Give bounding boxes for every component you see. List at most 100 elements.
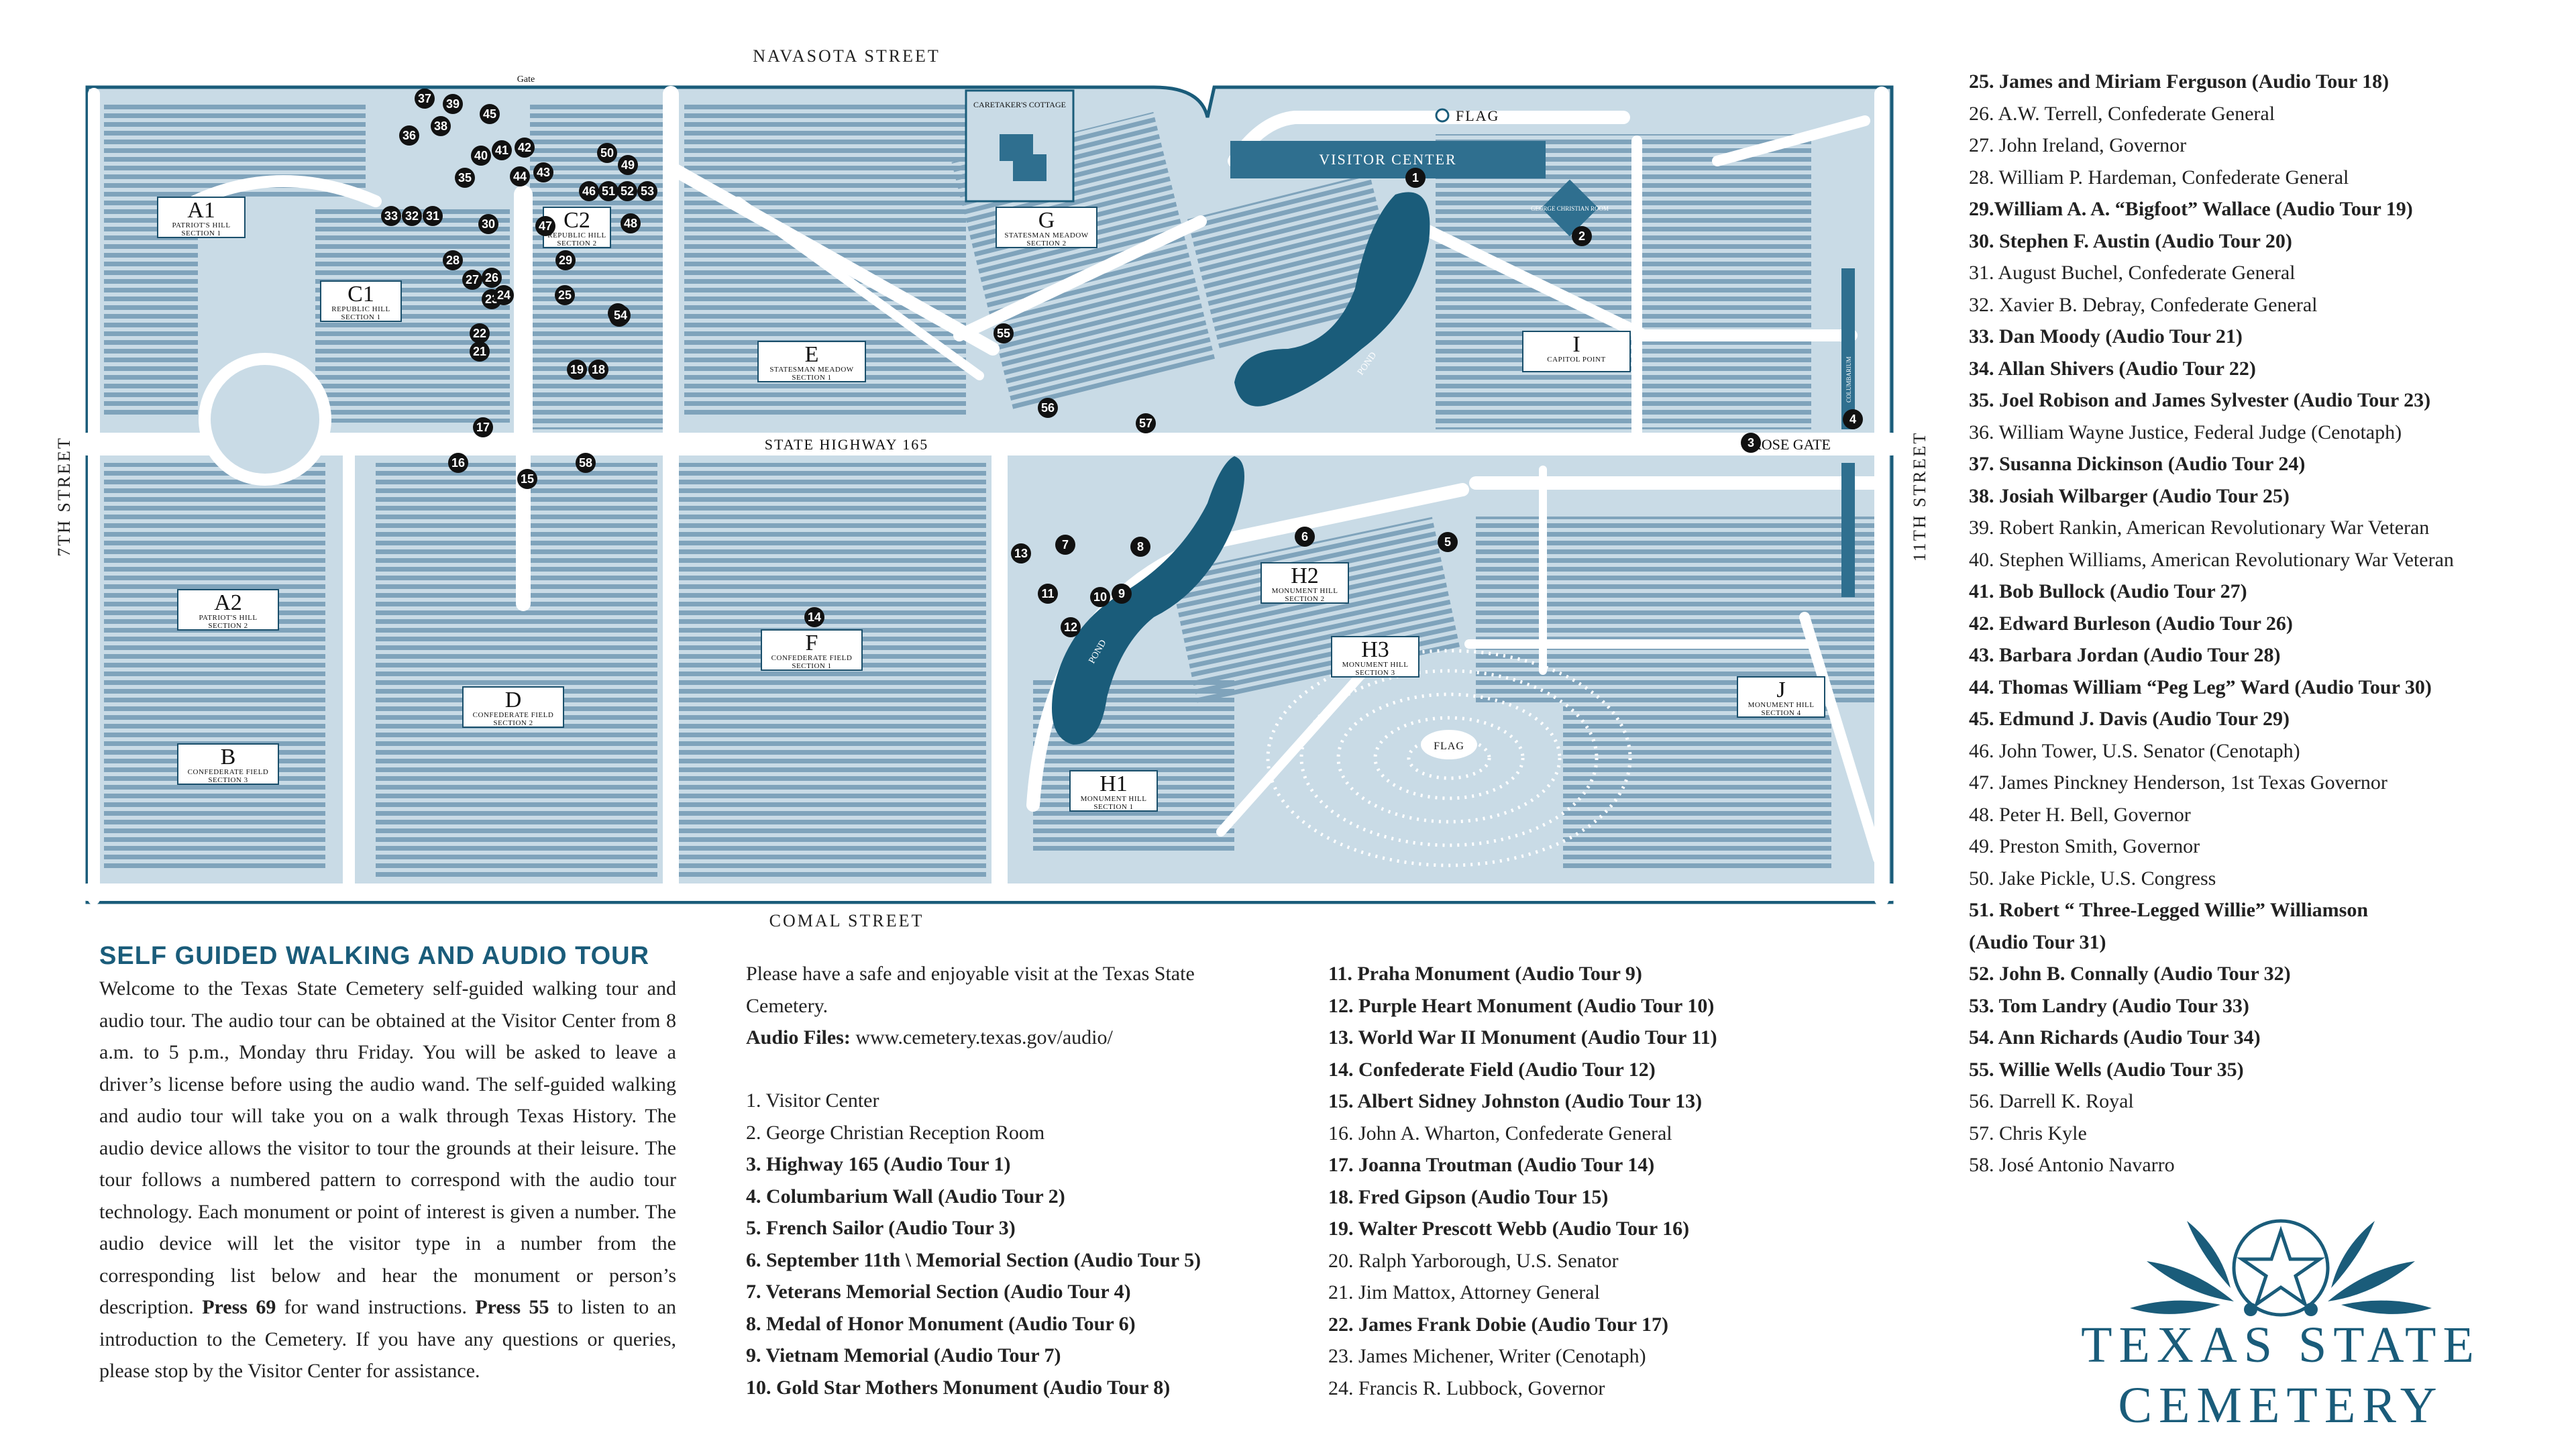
svg-text:26: 26 [485, 271, 498, 284]
svg-text:32: 32 [405, 209, 419, 223]
poi-marker-55[interactable]: 55 [994, 323, 1014, 343]
audio-files-line: Audio Files: www.cemetery.texas.gov/audi… [746, 1022, 1216, 1054]
poi-marker-19[interactable]: 19 [567, 360, 587, 380]
poi-marker-30[interactable]: 30 [478, 214, 498, 234]
poi-marker-47[interactable]: 47 [535, 216, 555, 236]
poi-marker-18[interactable]: 18 [588, 360, 608, 380]
poi-marker-4[interactable]: 4 [1843, 409, 1863, 429]
poi-marker-14[interactable]: 14 [804, 607, 824, 627]
poi-marker-11[interactable]: 11 [1038, 584, 1058, 604]
monument-hill-circle [1266, 649, 1632, 867]
poi-list-item: 26. A.W. Terrell, Confederate General [1969, 102, 2275, 125]
poi-marker-21[interactable]: 21 [470, 341, 490, 362]
poi-marker-48[interactable]: 48 [621, 213, 641, 233]
logo-line-2: CEMETERY [2118, 1377, 2444, 1434]
poi-list-item: 18. Fred Gipson (Audio Tour 15) [1328, 1185, 1609, 1208]
section-code: J [1776, 678, 1785, 702]
poi-marker-31[interactable]: 31 [423, 206, 443, 226]
poi-marker-39[interactable]: 39 [443, 94, 463, 114]
poi-marker-46[interactable]: 46 [579, 181, 599, 201]
poi-list-item: (Audio Tour 31) [1969, 930, 2106, 953]
section-name: PATRIOT'S HILL [172, 221, 230, 229]
poi-list-item: 37. Susanna Dickinson (Audio Tour 24) [1969, 453, 2306, 475]
svg-text:41: 41 [495, 144, 508, 157]
poi-marker-33[interactable]: 33 [381, 206, 401, 226]
poi-marker-10[interactable]: 10 [1090, 587, 1110, 607]
poi-marker-5[interactable]: 5 [1438, 532, 1458, 552]
poi-marker-53[interactable]: 53 [637, 181, 657, 201]
poi-list-item: 54. Ann Richards (Audio Tour 34) [1969, 1026, 2261, 1049]
svg-text:57: 57 [1139, 417, 1152, 430]
poi-marker-56[interactable]: 56 [1038, 398, 1058, 418]
svg-text:11: 11 [1041, 587, 1054, 600]
poi-marker-13[interactable]: 13 [1011, 543, 1031, 564]
press-55-text: Press 55 [475, 1296, 549, 1318]
poi-marker-43[interactable]: 43 [533, 162, 553, 182]
poi-list-item: 11. Praha Monument (Audio Tour 9) [1328, 963, 1642, 985]
svg-text:14: 14 [808, 610, 821, 624]
svg-text:8: 8 [1137, 540, 1144, 553]
poi-marker-54[interactable]: 54 [610, 305, 631, 325]
poi-marker-22[interactable]: 22 [470, 323, 490, 343]
poi-marker-37[interactable]: 37 [415, 89, 435, 109]
poi-list-item: 16. John A. Wharton, Confederate General [1328, 1122, 1672, 1144]
poi-marker-26[interactable]: 26 [482, 268, 502, 288]
poi-marker-25[interactable]: 25 [555, 285, 575, 305]
visit-note: Please have a safe and enjoyable visit a… [746, 958, 1216, 1054]
columbarium-south [1841, 463, 1855, 597]
poi-marker-8[interactable]: 8 [1130, 537, 1150, 557]
poi-marker-16[interactable]: 16 [448, 453, 468, 473]
poi-marker-7[interactable]: 7 [1055, 535, 1075, 555]
poi-list-item: 7. Veterans Memorial Section (Audio Tour… [746, 1281, 1131, 1303]
poi-marker-24[interactable]: 24 [494, 285, 514, 305]
poi-marker-1[interactable]: 1 [1405, 168, 1426, 188]
poi-list-item: 14. Confederate Field (Audio Tour 12) [1328, 1058, 1656, 1081]
poi-marker-49[interactable]: 49 [618, 155, 638, 175]
poi-marker-2[interactable]: 2 [1572, 226, 1592, 246]
poi-marker-38[interactable]: 38 [431, 116, 451, 136]
poi-marker-44[interactable]: 44 [510, 166, 530, 186]
poi-list-item: 29.William A. A. “Bigfoot” Wallace (Audi… [1969, 198, 2413, 220]
poi-marker-9[interactable]: 9 [1112, 584, 1132, 604]
poi-marker-29[interactable]: 29 [555, 250, 576, 270]
poi-marker-35[interactable]: 35 [455, 168, 475, 188]
press-69-text: Press 69 [202, 1296, 276, 1318]
poi-marker-40[interactable]: 40 [471, 146, 491, 166]
poi-list-item: 40. Stephen Williams, American Revolutio… [1969, 548, 2454, 571]
svg-text:43: 43 [537, 166, 550, 179]
poi-marker-45[interactable]: 45 [480, 104, 500, 124]
poi-marker-6[interactable]: 6 [1295, 527, 1315, 547]
svg-text:46: 46 [582, 184, 596, 198]
section-sub: SECTION 2 [557, 239, 596, 248]
poi-marker-42[interactable]: 42 [515, 138, 535, 158]
poi-list-item: 3. Highway 165 (Audio Tour 1) [746, 1153, 1011, 1175]
poi-list-item: 45. Edmund J. Davis (Audio Tour 29) [1969, 708, 2290, 730]
section-sub: SECTION 1 [341, 313, 380, 321]
poi-marker-27[interactable]: 27 [462, 270, 482, 290]
poi-marker-28[interactable]: 28 [443, 250, 463, 270]
poi-list-item: 30. Stephen F. Austin (Audio Tour 20) [1969, 229, 2292, 252]
poi-marker-52[interactable]: 52 [617, 181, 637, 201]
svg-text:42: 42 [518, 141, 531, 154]
poi-marker-3[interactable]: 3 [1741, 433, 1761, 453]
section-sub: SECTION 1 [1093, 803, 1133, 811]
poi-marker-32[interactable]: 32 [402, 206, 422, 226]
poi-marker-36[interactable]: 36 [399, 125, 419, 146]
poi-marker-12[interactable]: 12 [1061, 617, 1081, 637]
poi-marker-50[interactable]: 50 [597, 143, 617, 163]
section-name: REPUBLIC HILL [331, 305, 390, 313]
poi-list-item: 22. James Frank Dobie (Audio Tour 17) [1328, 1313, 1669, 1336]
poi-marker-57[interactable]: 57 [1136, 413, 1156, 433]
poi-list-item: 51. Robert “ Three-Legged Willie” Willia… [1969, 899, 2369, 921]
poi-marker-41[interactable]: 41 [492, 140, 512, 160]
poi-list-item: 20. Ralph Yarborough, U.S. Senator [1328, 1249, 1619, 1272]
poi-marker-15[interactable]: 15 [517, 469, 537, 489]
poi-markers: 1234567891011121314151617181920212223242… [381, 89, 1863, 637]
poi-marker-51[interactable]: 51 [598, 181, 619, 201]
poi-marker-58[interactable]: 58 [576, 453, 596, 473]
poi-marker-17[interactable]: 17 [473, 417, 493, 437]
poi-list-item: 15. Albert Sidney Johnston (Audio Tour 1… [1328, 1090, 1703, 1112]
svg-text:28: 28 [446, 254, 460, 267]
star-icon [2237, 1226, 2325, 1309]
